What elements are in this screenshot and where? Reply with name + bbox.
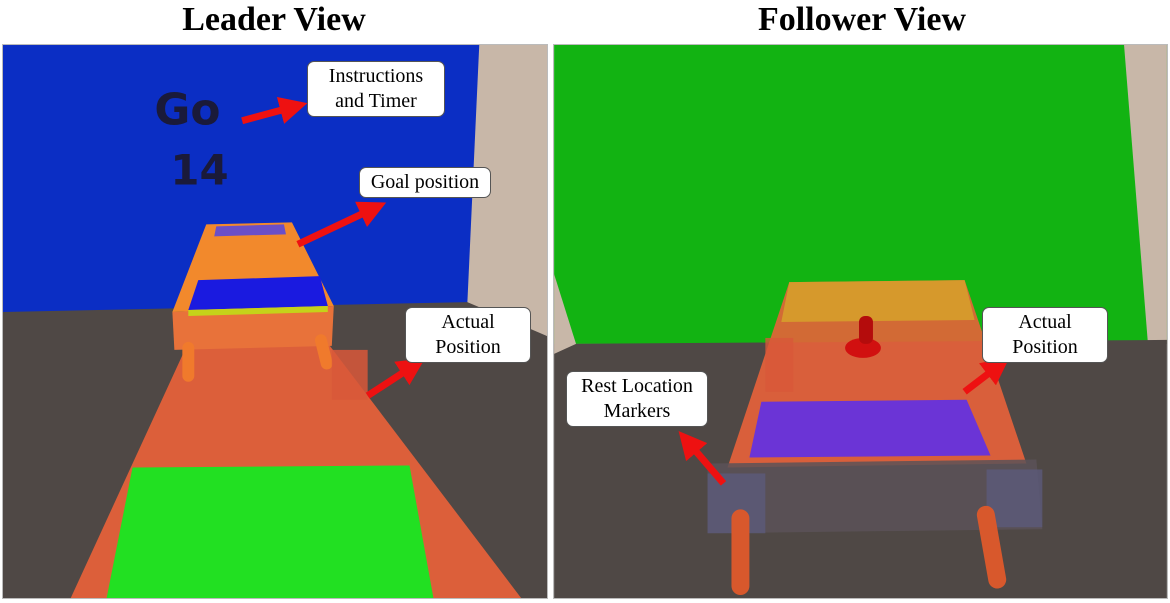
actual-arrow bbox=[365, 358, 426, 399]
side-wall bbox=[467, 45, 547, 336]
rest-leg-left bbox=[731, 509, 750, 596]
callout-goal-text: Goal position bbox=[370, 171, 480, 193]
callout-follower-actual-line1: Actual bbox=[1018, 311, 1072, 333]
mat-edge bbox=[188, 306, 328, 317]
leader-scene: Go 14 bbox=[3, 45, 547, 598]
follower-view-panel: Rest Location Markers Actual Position bbox=[553, 44, 1168, 599]
callout-rest-line1: Rest Location bbox=[581, 375, 693, 397]
side-wall bbox=[1124, 45, 1167, 344]
left-wall-edge bbox=[554, 274, 577, 354]
callout-leader-actual-line1: Actual bbox=[441, 311, 495, 333]
rest-arrow bbox=[678, 430, 727, 486]
callout-leader-actual-line2: Position bbox=[435, 336, 501, 358]
table-base bbox=[707, 459, 1043, 534]
callout-rest-line2: Markers bbox=[603, 400, 671, 422]
leader-view-panel: Go 14 Instructions and Timer Goal positi… bbox=[2, 44, 548, 599]
callout-rest-markers: Rest Location Markers bbox=[566, 371, 708, 427]
leader-view-title: Leader View bbox=[182, 1, 366, 38]
callout-follower-actual-line2: Position bbox=[1012, 336, 1078, 358]
hud-timer: 14 bbox=[170, 146, 228, 195]
red-object bbox=[845, 337, 881, 358]
hud-status: Go bbox=[154, 85, 220, 136]
table-far-edge bbox=[781, 280, 975, 322]
rest-peg-right bbox=[314, 334, 333, 370]
far-table-front bbox=[172, 306, 334, 350]
rest-peg-left bbox=[182, 341, 195, 382]
goal-marker bbox=[214, 224, 286, 237]
callout-instructions: Instructions and Timer bbox=[307, 61, 445, 117]
callout-instructions-line1: Instructions bbox=[328, 65, 424, 87]
callout-goal: Goal position bbox=[359, 167, 491, 198]
instructions-arrow bbox=[241, 96, 308, 125]
callout-follower-actual: Actual Position bbox=[982, 307, 1108, 363]
callout-leader-actual: Actual Position bbox=[405, 307, 531, 363]
rest-leg-right bbox=[976, 505, 1007, 589]
green-mat bbox=[106, 465, 434, 598]
follower-view-title: Follower View bbox=[757, 1, 967, 38]
leader-goal-mat bbox=[188, 276, 328, 311]
goal-arrow bbox=[296, 201, 387, 248]
follower-goal-mat bbox=[749, 399, 991, 458]
actual-position-marker bbox=[331, 349, 368, 400]
callout-instructions-line2: and Timer bbox=[335, 90, 417, 112]
rest-marker-right bbox=[986, 469, 1043, 528]
follower-actual-marker bbox=[765, 337, 794, 392]
follower-actual-arrow bbox=[962, 357, 1010, 395]
red-object-handle bbox=[859, 316, 873, 344]
